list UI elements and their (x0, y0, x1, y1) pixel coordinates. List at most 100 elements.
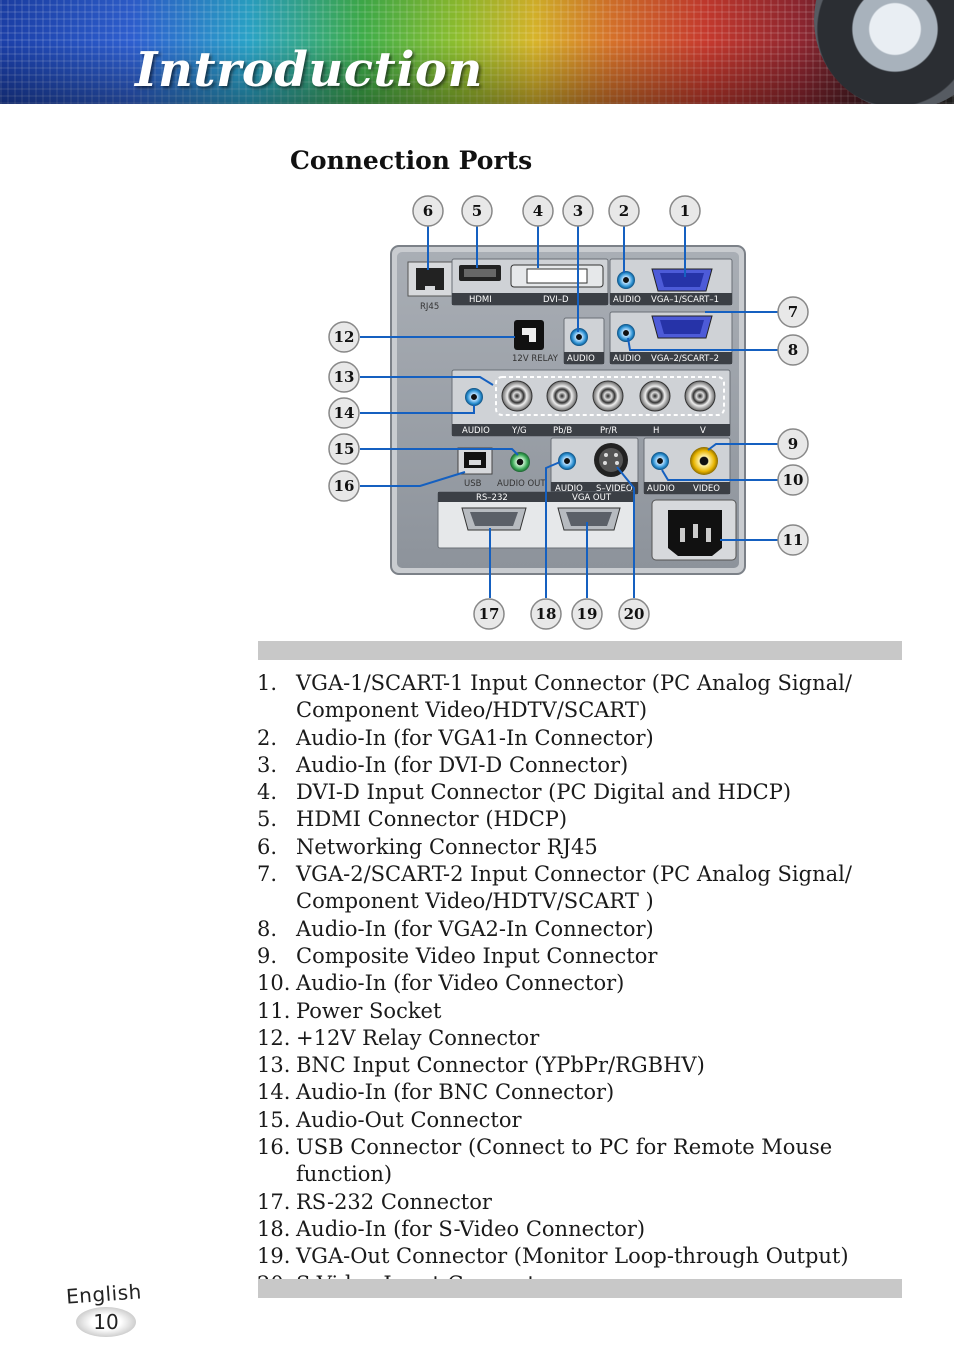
list-item: 3.Audio-In (for DVI-D Connector) (257, 752, 629, 777)
list-item: 7.VGA-2/SCART-2 Input Connector (PC Anal… (257, 862, 852, 914)
audio-label-bnc: AUDIO (462, 426, 490, 436)
audio-out-jack (510, 452, 530, 472)
list-item: 2.Audio-In (for VGA1-In Connector) (257, 725, 654, 750)
usb-label: USB (464, 479, 482, 489)
bnc-highlight (495, 376, 725, 416)
page-number: 10 (93, 1310, 119, 1334)
divider-bar-bottom (258, 1279, 902, 1298)
svg-text:7: 7 (788, 303, 798, 321)
list-item: 19.VGA-Out Connector (Monitor Loop-throu… (257, 1244, 849, 1269)
list-item: 15.Audio-Out Connector (257, 1107, 522, 1132)
audio-jack-svideo (558, 452, 576, 470)
list-item: 11.Power Socket (257, 998, 442, 1023)
callout-2: 2 (608, 195, 640, 227)
svg-text:20: 20 (624, 605, 645, 623)
power-socket (651, 499, 737, 561)
callout-19: 19 (571, 598, 603, 630)
svg-text:8: 8 (788, 341, 798, 359)
relay-label: 12V RELAY (512, 354, 559, 364)
callout-7: 7 (777, 296, 809, 328)
svg-text:19: 19 (577, 605, 598, 623)
bnc-label-band (452, 424, 730, 436)
bnc-v (684, 380, 716, 412)
callout-20: 20 (618, 598, 650, 630)
list-item: 1.VGA-1/SCART-1 Input Connector (PC Anal… (257, 671, 852, 723)
hdmi-label: HDMI (469, 295, 492, 305)
callout-11: 11 (777, 524, 809, 556)
svg-text:18: 18 (536, 605, 557, 623)
vga1-port: VGA–1/SCART–1 (651, 268, 719, 305)
audio-label-vga2: AUDIO (613, 354, 641, 364)
connection-ports-diagram: RJ45 HDMI DVI–D AUDIO VGA–1/SCART–1 12V … (328, 195, 809, 630)
audio-jack-dvi (570, 328, 588, 346)
list-item: 14.Audio-In (for BNC Connector) (257, 1080, 615, 1105)
svg-text:4: 4 (533, 202, 543, 220)
port-list: 1.VGA-1/SCART-1 Input Connector (PC Anal… (257, 670, 907, 1298)
audio-jack-bnc (465, 388, 483, 406)
svg-text:17: 17 (479, 605, 500, 623)
svg-text:5: 5 (472, 202, 482, 220)
svg-text:10: 10 (783, 471, 804, 489)
callout-3: 3 (562, 195, 594, 227)
callout-8: 8 (777, 334, 809, 366)
dvi-audio-label-band (564, 352, 604, 364)
list-item: 10.Audio-In (for Video Connector) (257, 971, 625, 996)
callout-1: 1 (669, 195, 701, 227)
callout-10: 10 (777, 464, 809, 496)
audio-label-vga1: AUDIO (613, 295, 641, 305)
vga2-label-band (610, 352, 732, 364)
rs232-label: RS–232 (476, 493, 508, 503)
h-label: H (653, 426, 659, 436)
callout-5: 5 (461, 195, 493, 227)
callout-9: 9 (777, 428, 809, 460)
relay-port: 12V RELAY (512, 320, 559, 364)
dvid-label: DVI–D (543, 295, 569, 305)
svg-text:14: 14 (334, 404, 355, 422)
hdmi-dvi-label-band (452, 293, 608, 305)
svideo-label-band (551, 482, 638, 494)
callout-12: 12 (328, 321, 360, 353)
vga2-port: VGA–2/SCART–2 (651, 315, 719, 364)
svg-text:6: 6 (423, 202, 433, 220)
audio-out-label: AUDIO OUT (497, 479, 546, 489)
bnc-h (639, 380, 671, 412)
list-item: 18.Audio-In (for S-Video Connector) (257, 1216, 646, 1241)
list-item: 16.USB Connector (Connect to PC for Remo… (257, 1135, 833, 1187)
callout-leader-lines (360, 226, 778, 598)
rs232-label-band (438, 492, 634, 502)
audio-jack-vga2 (617, 324, 635, 342)
vga1-label-band (610, 293, 732, 305)
audio-label-dvi: AUDIO (567, 354, 595, 364)
video-label: VIDEO (693, 484, 720, 494)
banner-shade (0, 0, 954, 104)
list-item: 17.RS-232 Connector (257, 1189, 492, 1214)
audio-label-svideo: AUDIO (555, 484, 583, 494)
audio-jack-vga1 (617, 271, 635, 289)
callout-6: 6 (412, 195, 444, 227)
vga2-label: VGA–2/SCART–2 (651, 354, 719, 364)
rj45-label: RJ45 (420, 302, 439, 312)
composite-video-jack (690, 447, 718, 475)
hdmi-port: HDMI (459, 265, 501, 305)
svg-text:3: 3 (573, 202, 583, 220)
video-label-band (644, 482, 730, 494)
section-heading: Connection Ports (290, 146, 533, 175)
svg-text:12: 12 (334, 328, 355, 346)
svg-text:11: 11 (783, 531, 804, 549)
list-item: 13.BNC Input Connector (YPbPr/RGBHV) (257, 1053, 705, 1078)
audio-label-video: AUDIO (647, 484, 675, 494)
list-item: 5.HDMI Connector (HDCP) (257, 807, 568, 832)
callout-13: 13 (328, 361, 360, 393)
rs232-port (461, 507, 527, 531)
callout-15: 15 (328, 433, 360, 465)
page-title: Introduction (135, 42, 483, 98)
v-label: V (700, 426, 706, 436)
audio-jack-video (651, 452, 669, 470)
vga1-label: VGA–1/SCART–1 (651, 295, 719, 305)
bnc-yg (501, 380, 533, 412)
callout-4: 4 (522, 195, 554, 227)
list-item: 12.+12V Relay Connector (257, 1025, 540, 1050)
vga-out-port (557, 507, 621, 531)
list-item: 4.DVI-D Input Connector (PC Digital and … (257, 780, 792, 805)
callout-14: 14 (328, 397, 360, 429)
